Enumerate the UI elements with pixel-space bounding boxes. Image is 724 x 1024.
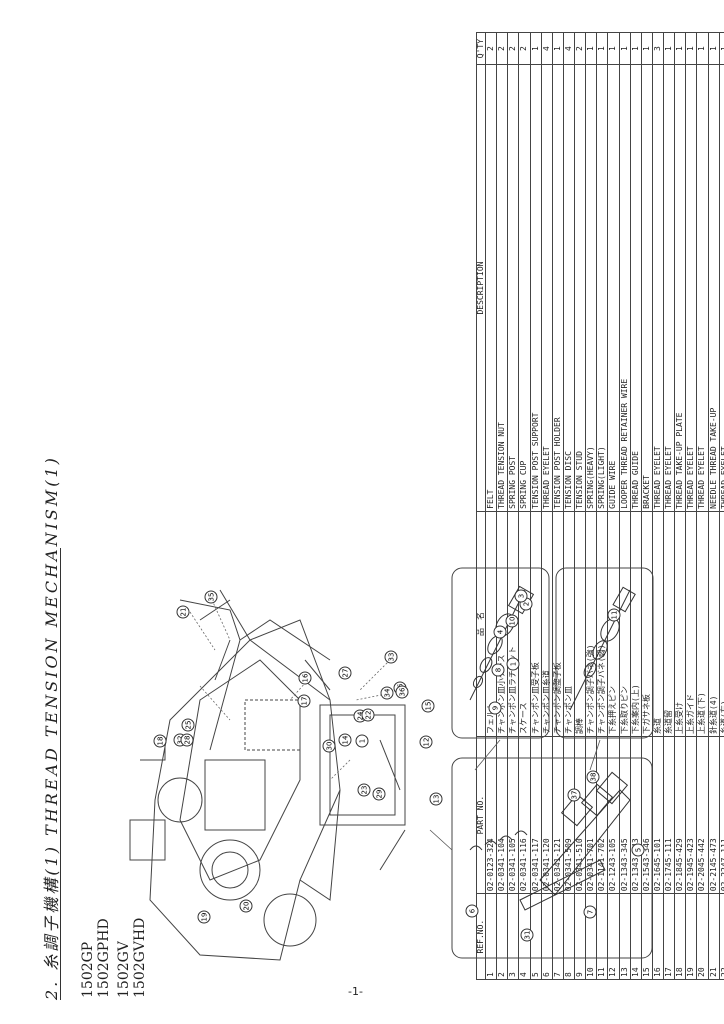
callout-circle	[586, 770, 600, 784]
callout-number: 2	[523, 602, 531, 606]
callout-number: 1	[359, 739, 367, 743]
callout-circle	[419, 735, 433, 749]
callout-circle	[395, 685, 409, 699]
callout-circle	[180, 733, 194, 747]
callout-circle	[493, 625, 507, 639]
tension-assembly-heavy	[469, 585, 535, 701]
callout-circle	[429, 792, 443, 806]
callout-circle	[488, 701, 502, 715]
callout-number: 35	[208, 593, 216, 602]
callout-number: 12	[423, 738, 431, 747]
callout-circle	[181, 718, 195, 732]
callout-circle	[491, 663, 505, 677]
machine-body	[129, 589, 406, 961]
callout-number: 25	[185, 721, 193, 730]
callout-number: 5	[635, 848, 643, 852]
callout-number: 10	[509, 617, 517, 626]
callout-circle	[338, 733, 352, 747]
callout-number: 19	[201, 913, 209, 922]
inset-box-light	[555, 567, 654, 739]
inset-leaders	[429, 739, 601, 851]
callout-circle	[153, 734, 167, 748]
callout-circle	[298, 671, 312, 685]
inset-box-heavy	[451, 567, 550, 739]
callout-number: 20	[243, 902, 251, 911]
callout-circle	[380, 686, 394, 700]
callout-circle	[506, 657, 520, 671]
callout-layer: 3521163334261725323627152422121323293011…	[153, 589, 645, 942]
tension-post-holder	[469, 771, 631, 940]
callout-circle	[197, 910, 211, 924]
callout-number: 34	[384, 688, 392, 697]
callout-circle	[239, 899, 253, 913]
callout-number: 17	[301, 697, 309, 706]
callout-circle	[357, 783, 371, 797]
callout-circle	[465, 904, 479, 918]
callout-number: 27	[342, 669, 350, 678]
callout-circle	[297, 694, 311, 708]
callout-circle	[204, 590, 218, 604]
callout-number: 21	[180, 608, 188, 617]
callout-circle	[361, 708, 375, 722]
callout-number: 1	[510, 662, 518, 666]
callout-number: 18	[157, 737, 165, 746]
callout-number: 23	[361, 786, 369, 795]
callout-number: 3	[518, 594, 526, 598]
callout-number: 15	[425, 702, 433, 711]
callout-circle	[322, 739, 336, 753]
page-number: -1-	[348, 985, 363, 998]
callout-number: 6	[469, 908, 477, 913]
callout-number: 9	[492, 706, 500, 710]
callout-number: 24	[357, 711, 365, 720]
callout-number: 31	[524, 931, 532, 940]
callout-circle	[338, 666, 352, 680]
callout-number: 33	[388, 653, 396, 662]
callout-number: 30	[326, 742, 334, 751]
callout-number: 16	[302, 673, 310, 682]
callout-number: 37	[571, 791, 579, 800]
callout-number: 7	[587, 910, 595, 914]
callout-number: 14	[342, 735, 350, 744]
inset-box-assembly	[451, 757, 653, 959]
callout-circle	[505, 614, 519, 628]
callout-circle	[583, 905, 597, 919]
callout-number: 13	[433, 795, 441, 804]
callout-circle	[631, 843, 645, 857]
callout-circle	[176, 605, 190, 619]
tension-assembly-light	[569, 586, 636, 711]
callout-number: 28	[184, 736, 192, 745]
callout-circle	[372, 787, 386, 801]
callout-circle	[607, 608, 621, 622]
callout-number: 22	[365, 711, 373, 720]
callout-number: 4	[497, 629, 505, 634]
callout-number: 8	[495, 668, 503, 672]
callout-circle	[520, 928, 534, 942]
title-rule	[60, 548, 61, 1000]
callout-circle	[384, 650, 398, 664]
callout-number: 29	[376, 790, 384, 799]
callout-number: 11	[611, 611, 619, 620]
callout-number: 36	[399, 687, 407, 696]
callout-number: 38	[590, 773, 598, 782]
callout-circle	[567, 788, 581, 802]
callout-circle	[421, 699, 435, 713]
callout-circle	[355, 734, 369, 748]
callout-circle	[514, 589, 528, 603]
